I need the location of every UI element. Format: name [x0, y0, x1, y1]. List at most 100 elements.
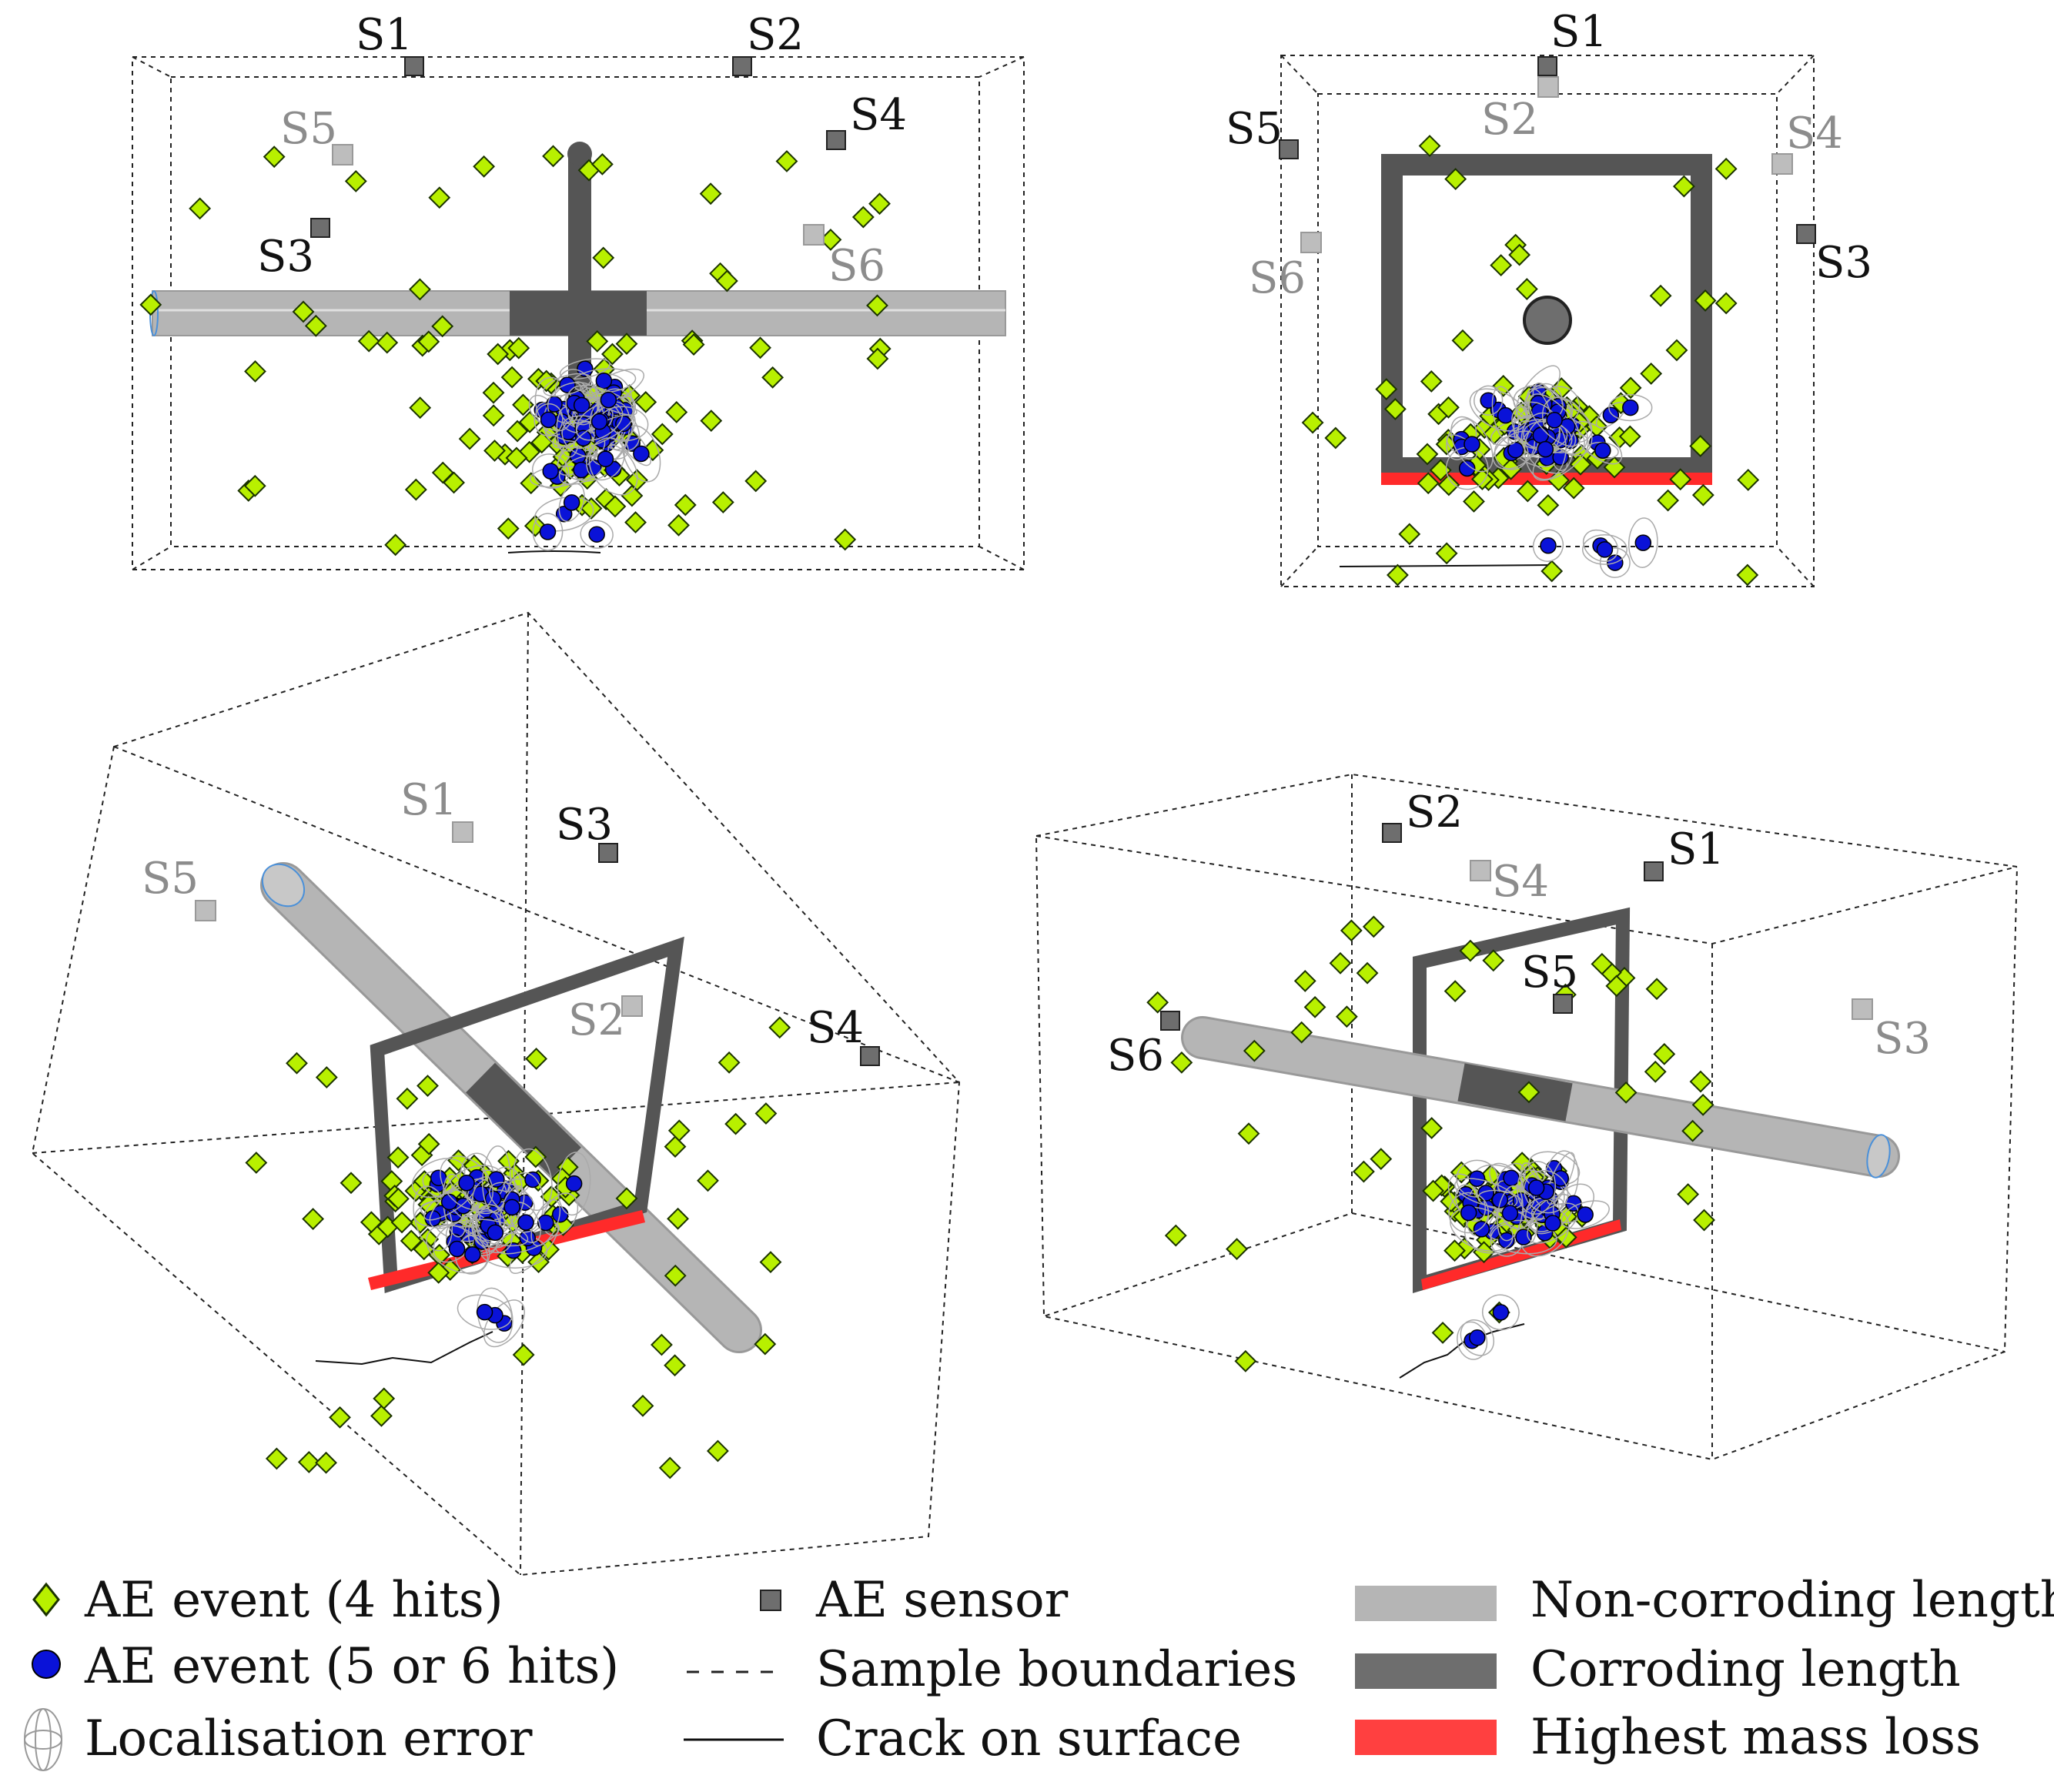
- ae-event-4-hits-marker: [592, 246, 615, 269]
- localisation-error-ellipse: [1523, 1170, 1569, 1214]
- ae-event-5-6-hits-marker: [615, 415, 632, 433]
- ae-event-4-hits-marker: [505, 446, 528, 470]
- ae-event-4-hits-marker: [1714, 292, 1738, 315]
- ae-event-4-hits-marker: [667, 513, 690, 537]
- ae-event-4-hits-marker: [615, 1187, 638, 1210]
- localisation-error-ellipse: [1520, 412, 1561, 459]
- sensor-S1: S1: [1644, 824, 1724, 881]
- localisation-error-ellipse: [547, 382, 602, 425]
- ae-event-4-hits-marker: [1569, 453, 1592, 476]
- ae-event-4-hits-marker: [512, 1343, 535, 1366]
- crack-on-surface: [315, 1331, 493, 1366]
- svg-text:AE event (5 or 6 hits): AE event (5 or 6 hits): [84, 1638, 619, 1695]
- ae-event-4-hits-marker: [1649, 284, 1672, 307]
- ae-event-4-hits-marker: [667, 1119, 691, 1142]
- ae-event-4-hits-marker: [1619, 376, 1642, 400]
- ae-event-5-6-hits-marker: [455, 1197, 472, 1215]
- view-bottom-right: S2 S1 S4 S5 S6 S3: [1035, 773, 2019, 1461]
- ae-event-5-6-hits-marker: [565, 1175, 583, 1192]
- ae-event-5-6-hits-marker: [1497, 406, 1514, 424]
- ae-event-4-hits-marker: [1562, 476, 1585, 500]
- localisation-error-ellipse: [1490, 1219, 1557, 1255]
- svg-text:Corroding length: Corroding length: [1530, 1641, 1961, 1698]
- ae-event-4-hits-marker: [1605, 975, 1628, 998]
- ae-event-4-hits-marker: [1516, 480, 1539, 503]
- ae-event-4-hits-marker: [1443, 980, 1467, 1003]
- localisation-error-ellipse: [558, 483, 585, 523]
- sensor-S3: S3: [556, 800, 618, 863]
- svg-text:AE event (4 hits): AE event (4 hits): [84, 1572, 503, 1629]
- ae-event-5-6-hits-marker: [560, 423, 577, 440]
- localisation-error-ellipse: [1460, 1319, 1495, 1356]
- localisation-error-ellipse: [499, 1185, 525, 1229]
- ae-event-5-6-hits-marker: [487, 1224, 504, 1241]
- ae-events-5-6-hits: [411, 1145, 591, 1348]
- sensor-S5: S5: [1521, 948, 1578, 1014]
- localisation-error-ellipse: [565, 385, 598, 426]
- ae-event-5-6-hits-marker: [537, 1214, 554, 1232]
- ae-event-4-hits-marker: [390, 1211, 413, 1234]
- ae-event-4-hits-marker: [506, 420, 529, 443]
- svg-text:S5: S5: [142, 854, 199, 904]
- localisation-error-ellipse: [1490, 1224, 1524, 1257]
- ae-event-4-hits-marker: [329, 1406, 351, 1429]
- localisation-error-ellipse: [542, 1192, 579, 1236]
- ae-event-4-hits-marker: [834, 528, 857, 551]
- ae-event-4-hits-marker: [304, 314, 327, 337]
- ae-event-5-6-hits-marker: [559, 376, 576, 393]
- ae-event-4-hits-marker: [1303, 995, 1326, 1018]
- ae-event-5-6-hits-marker: [1596, 541, 1614, 558]
- ae-event-4-hits-marker: [416, 1075, 439, 1097]
- svg-text:S4: S4: [1492, 857, 1549, 907]
- ae-event-4-hits-marker: [360, 1211, 383, 1234]
- ae-event-5-6-hits-marker: [517, 1214, 534, 1231]
- svg-text:S1: S1: [1668, 824, 1724, 874]
- ae-event-4-hits-marker: [682, 333, 705, 356]
- ae-event-4-hits-marker: [417, 330, 440, 353]
- ae-event-4-hits-marker: [189, 197, 212, 220]
- svg-text:S4: S4: [807, 1003, 864, 1053]
- ae-event-5-6-hits-marker: [1577, 1206, 1594, 1223]
- ae-event-4-hits-marker: [483, 440, 506, 462]
- ae-event-4-hits-marker: [315, 1451, 337, 1474]
- localisation-error-ellipse: [575, 402, 624, 441]
- ae-event-4-hits-marker: [1653, 1042, 1676, 1065]
- ae-event-4-hits-marker: [1443, 1239, 1466, 1262]
- ae-event-4-hits-marker: [1437, 396, 1460, 419]
- ae-event-4-hits-marker: [744, 470, 768, 493]
- svg-text:S1: S1: [356, 10, 413, 60]
- ae-event-4-hits-marker: [634, 390, 657, 413]
- ae-event-4-hits-marker: [1689, 1070, 1712, 1093]
- svg-text:S1: S1: [1551, 7, 1607, 57]
- localisation-error-ellipse: [477, 1287, 514, 1343]
- ae-event-5-6-hits-marker: [524, 1171, 541, 1189]
- svg-text:S2: S2: [1481, 95, 1538, 145]
- ae-event-4-hits-marker: [586, 329, 609, 353]
- ae-event-4-hits-marker: [1591, 952, 1614, 975]
- svg-text:S1: S1: [400, 775, 457, 825]
- ae-event-4-hits-marker: [624, 511, 647, 533]
- localisation-error-ellipse: [1456, 1159, 1498, 1198]
- ae-event-4-hits-marker: [604, 495, 627, 518]
- ae-event-4-hits-marker: [1226, 1238, 1248, 1261]
- ae-event-4-hits-marker: [384, 533, 407, 557]
- ae-event-5-6-hits-marker: [575, 430, 592, 446]
- sensor-S1: S1: [1537, 7, 1607, 76]
- ae-event-4-hits-marker: [1510, 1152, 1534, 1175]
- ae-event-4-hits-marker: [759, 1251, 782, 1274]
- ae-event-5-6-hits-marker: [540, 411, 557, 429]
- localisation-error-ellipse: [1582, 529, 1619, 563]
- ae-event-4-hits-marker: [697, 1169, 719, 1192]
- svg-text:S2: S2: [568, 995, 625, 1045]
- ae-event-4-hits-marker: [1237, 1122, 1260, 1145]
- ae-event-4-hits-marker: [524, 1145, 547, 1168]
- ae-event-5-6-hits-marker: [555, 505, 573, 523]
- ae-event-4-hits-marker: [754, 1102, 778, 1125]
- localisation-error-ellipse: [426, 1224, 488, 1274]
- ae-event-4-hits-marker: [370, 1404, 393, 1427]
- ae-event-4-hits-marker: [386, 1187, 410, 1210]
- ae-event-4-hits-marker: [580, 497, 603, 520]
- ae-event-4-hits-marker: [244, 360, 266, 383]
- sensor-S3: S3: [257, 218, 330, 282]
- ae-event-4-hits-marker: [431, 315, 454, 338]
